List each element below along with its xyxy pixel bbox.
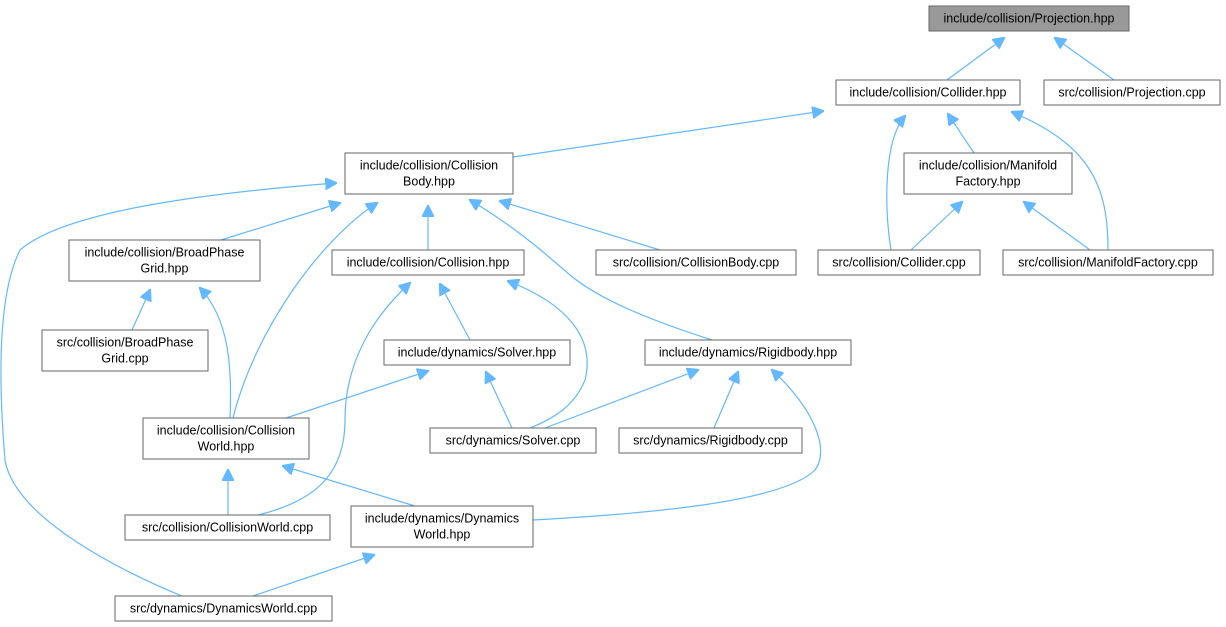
edge-collisionbody-hpp-to-dynamicsworld-cpp: [0, 183, 336, 597]
edge-rigidbody-hpp-to-solver-cpp: [544, 370, 698, 429]
node-label: include/collision/Collision: [157, 424, 295, 438]
node-box[interactable]: [142, 417, 310, 460]
node-box[interactable]: [331, 249, 525, 276]
node-collisionbody-cpp[interactable]: src/collision/CollisionBody.cpp: [595, 249, 797, 276]
node-label: include/collision/Manifold: [919, 159, 1057, 173]
node-solver-hpp[interactable]: include/dynamics/Solver.hpp: [383, 339, 571, 366]
node-box[interactable]: [835, 79, 1021, 106]
node-box[interactable]: [114, 595, 333, 622]
edge-rigidbody-hpp-to-dynamicsworld-hpp: [532, 370, 822, 521]
edge-collider-hpp-to-manifoldfactory-hpp: [948, 114, 975, 154]
edge-manifoldfactory-hpp-to-collider-cpp: [910, 202, 962, 251]
node-label: include/dynamics/Solver.hpp: [398, 346, 556, 360]
edge-projection-hpp-to-collider-hpp: [946, 38, 1004, 81]
node-label: src/collision/Collider.cpp: [832, 256, 965, 270]
nodes-layer: include/collision/Projection.hpp include/…: [41, 5, 1221, 622]
node-collider-cpp[interactable]: src/collision/Collider.cpp: [817, 249, 981, 276]
edge-collisionbody-hpp-to-collisionworld-hpp: [232, 203, 377, 419]
edge-collisionbody-hpp-to-broadphasegrid-hpp: [220, 203, 340, 241]
node-label: World.hpp: [414, 528, 471, 542]
edge-solver-hpp-to-solver-cpp: [486, 372, 513, 429]
edge-broadphasegrid-hpp-to-collisionworld-hpp: [200, 288, 232, 419]
edge-dynamicsworld-hpp-to-dynamicsworld-cpp: [252, 555, 374, 597]
node-box[interactable]: [124, 514, 331, 541]
node-label: include/collision/Collider.hpp: [849, 86, 1006, 100]
node-box[interactable]: [928, 5, 1130, 32]
edge-rigidbody-hpp-to-rigidbody-cpp: [713, 372, 738, 429]
node-dynamicsworld-cpp[interactable]: src/dynamics/DynamicsWorld.cpp: [114, 595, 333, 622]
edge-manifoldfactory-hpp-to-manifoldfactory-cpp: [1024, 202, 1091, 251]
node-label: src/collision/CollisionWorld.cpp: [142, 521, 313, 535]
edge-solver-hpp-to-collisionworld-hpp: [285, 371, 428, 419]
node-label: Factory.hpp: [955, 175, 1020, 189]
edge-broadphasegrid-hpp-to-broadphasegrid-cpp: [131, 290, 150, 331]
edge-collider-hpp-to-manifoldfactory-cpp: [1012, 112, 1109, 251]
node-rigidbody-cpp[interactable]: src/dynamics/Rigidbody.cpp: [618, 427, 803, 454]
node-label: src/collision/Projection.cpp: [1058, 86, 1205, 100]
node-box[interactable]: [644, 339, 852, 366]
node-collisionbody-hpp[interactable]: include/collision/CollisionBody.hpp: [344, 152, 514, 195]
edge-collider-hpp-to-collider-cpp: [886, 116, 905, 251]
node-box[interactable]: [903, 152, 1073, 195]
edge-projection-hpp-to-projection-cpp: [1055, 38, 1115, 81]
node-box[interactable]: [595, 249, 797, 276]
node-projection-hpp[interactable]: include/collision/Projection.hpp: [928, 5, 1130, 32]
node-box[interactable]: [1043, 79, 1221, 106]
node-box[interactable]: [68, 239, 261, 282]
node-label: src/dynamics/Solver.cpp: [446, 434, 581, 448]
edge-collision-hpp-to-solver-hpp: [440, 284, 471, 341]
node-collider-hpp[interactable]: include/collision/Collider.hpp: [835, 79, 1021, 106]
node-box[interactable]: [383, 339, 571, 366]
edges-layer: [0, 38, 1115, 597]
node-label: src/dynamics/DynamicsWorld.cpp: [130, 602, 317, 616]
node-label: src/collision/CollisionBody.cpp: [613, 256, 780, 270]
node-box[interactable]: [344, 152, 514, 195]
edge-collisionworld-hpp-to-dynamicsworld-hpp: [283, 466, 416, 507]
node-label: src/collision/BroadPhase: [57, 336, 194, 350]
node-collisionworld-hpp[interactable]: include/collision/CollisionWorld.hpp: [142, 417, 310, 460]
node-box[interactable]: [1002, 249, 1214, 276]
node-label: Body.hpp: [403, 175, 455, 189]
node-label: Grid.cpp: [101, 352, 148, 366]
edge-collider-hpp-to-collisionbody-hpp: [512, 111, 823, 158]
node-label: include/dynamics/Rigidbody.hpp: [659, 346, 837, 360]
edge-collisionbody-hpp-to-collisionbody-cpp: [500, 201, 661, 251]
node-box[interactable]: [350, 505, 534, 548]
node-box[interactable]: [817, 249, 981, 276]
node-dynamicsworld-hpp[interactable]: include/dynamics/DynamicsWorld.hpp: [350, 505, 534, 548]
node-label: include/collision/Collision: [360, 159, 498, 173]
node-box[interactable]: [429, 427, 597, 454]
node-box[interactable]: [41, 329, 209, 372]
edge-collision-hpp-to-solver-cpp: [508, 281, 588, 429]
node-box[interactable]: [618, 427, 803, 454]
node-label: Grid.hpp: [141, 262, 189, 276]
node-collision-hpp[interactable]: include/collision/Collision.hpp: [331, 249, 525, 276]
node-projection-cpp[interactable]: src/collision/Projection.cpp: [1043, 79, 1221, 106]
node-label: include/dynamics/Dynamics: [365, 512, 519, 526]
node-manifoldfactory-cpp[interactable]: src/collision/ManifoldFactory.cpp: [1002, 249, 1214, 276]
node-label: include/collision/Collision.hpp: [347, 256, 510, 270]
node-label: include/collision/BroadPhase: [85, 246, 245, 260]
node-label: src/dynamics/Rigidbody.cpp: [633, 434, 788, 448]
node-label: World.hpp: [198, 440, 255, 454]
node-label: include/collision/Projection.hpp: [944, 12, 1115, 26]
edge-collision-hpp-to-collisionworld-cpp: [257, 283, 410, 516]
node-label: src/collision/ManifoldFactory.cpp: [1018, 256, 1198, 270]
node-rigidbody-hpp[interactable]: include/dynamics/Rigidbody.hpp: [644, 339, 852, 366]
node-collisionworld-cpp[interactable]: src/collision/CollisionWorld.cpp: [124, 514, 331, 541]
node-manifoldfactory-hpp[interactable]: include/collision/ManifoldFactory.hpp: [903, 152, 1073, 195]
edge-collisionbody-hpp-to-rigidbody-hpp: [470, 200, 713, 341]
node-solver-cpp[interactable]: src/dynamics/Solver.cpp: [429, 427, 597, 454]
